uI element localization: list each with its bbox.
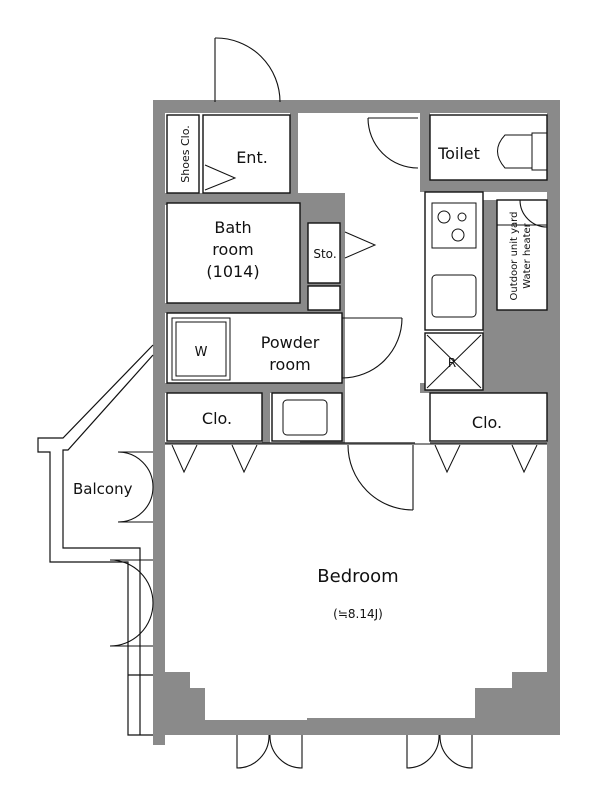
closet-right <box>429 392 548 442</box>
label-closet-left: Clo. <box>202 409 232 428</box>
label-water-heater: Water heater <box>522 222 533 288</box>
label-washer: W <box>195 345 208 360</box>
label-entrance: Ent. <box>236 148 268 167</box>
toilet-bowl <box>497 134 533 169</box>
toilet <box>429 114 548 181</box>
label-bathroom-2: room <box>212 240 253 259</box>
washer <box>171 317 231 381</box>
stove <box>431 202 477 249</box>
entrance <box>202 114 291 194</box>
storage <box>307 222 341 284</box>
label-fridge: R <box>448 356 456 370</box>
outdoor-unit-yard <box>496 199 548 311</box>
labels: Bedroom (≒8.14J) Bath room (1014) Powder… <box>73 125 533 621</box>
label-balcony: Balcony <box>73 480 133 498</box>
label-storage: Sto. <box>313 247 336 261</box>
kitchen-counter <box>424 191 484 331</box>
label-powder-1: Powder <box>261 333 320 352</box>
sink <box>282 399 328 436</box>
doors <box>109 37 548 769</box>
closet-left <box>166 392 263 442</box>
label-bedroom-area: (≒8.14J) <box>333 607 383 621</box>
label-bathroom-size: (1014) <box>206 262 259 281</box>
label-outdoor-unit: Outdoor unit yard <box>509 212 520 301</box>
label-shoes-closet: Shoes Clo. <box>179 125 192 182</box>
bathroom <box>166 202 301 304</box>
label-bathroom-1: Bath <box>214 218 251 237</box>
label-bedroom: Bedroom <box>317 566 398 587</box>
label-powder-2: room <box>269 355 310 374</box>
kitchen-sink <box>431 274 477 318</box>
fixtures <box>165 132 548 474</box>
label-closet-right: Clo. <box>472 413 502 432</box>
label-toilet: Toilet <box>437 144 480 163</box>
shoes-closet <box>166 114 200 194</box>
balcony <box>37 344 154 736</box>
powder-room <box>166 312 343 384</box>
